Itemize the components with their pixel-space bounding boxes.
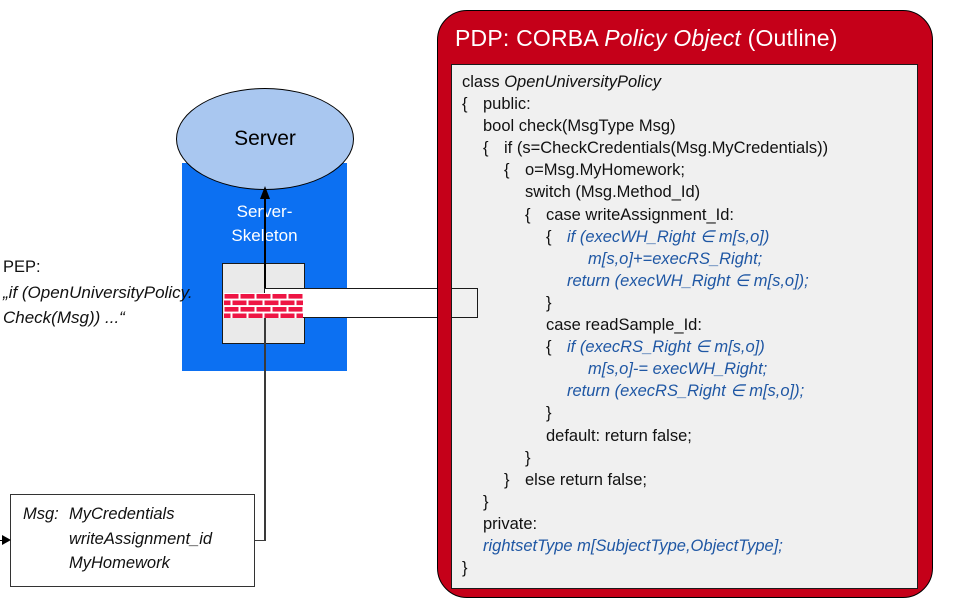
arrow-right-icon (2, 534, 11, 545)
code-line: class OpenUniversityPolicy (452, 71, 917, 93)
msg-box: Msg: MyCredentials writeAssignment_id MyH… (10, 494, 255, 587)
server-ellipse: Server (176, 88, 354, 190)
code-seg: case readSample_Id: (546, 316, 702, 335)
pep-caption-title: PEP: (3, 258, 41, 276)
code-seg: bool check(MsgType Msg) (483, 117, 676, 136)
code-seg: { (525, 205, 531, 224)
code-seg: else return false; (525, 470, 647, 489)
brick-wall-icon (224, 293, 303, 318)
code-line: { public: (452, 93, 917, 115)
code-seg: } (546, 404, 552, 423)
code-seg: return (execRS_Right ∈ m[s,o]); (567, 382, 805, 401)
pep-pdp-connector-tail (451, 288, 478, 318)
code-line: } (452, 491, 917, 513)
code-line: m[s,o]-= execWH_Right; (452, 358, 917, 380)
code-seg: { (483, 139, 489, 158)
code-seg: if (s=CheckCredentials(Msg.MyCredentials… (504, 139, 829, 158)
code-line: } (452, 402, 917, 424)
msg-row: MyHomework (23, 551, 254, 576)
pdp-title-em: Policy Object (604, 25, 742, 51)
code-seg: if (execRS_Right ∈ m[s,o]) (567, 338, 765, 357)
code-seg: private: (483, 514, 538, 533)
code-line: { if (s=CheckCredentials(Msg.MyCredential… (452, 137, 917, 159)
code-line: rightsetType m[SubjectType,ObjectType]; (452, 535, 917, 557)
message-flow-line-up (264, 197, 266, 290)
code-line: bool check(MsgType Msg) (452, 115, 917, 137)
msg-label: Msg: (23, 505, 59, 523)
code-line: } else return false; (452, 469, 917, 491)
code-seg: class (462, 73, 505, 91)
pep-caption: PEP: „if (OpenUniversityPolicy. Check(Ms… (3, 255, 193, 330)
code-line: return (execRS_Right ∈ m[s,o]); (452, 380, 917, 402)
code-line: } (452, 292, 917, 314)
code-line: { case writeAssignment_Id: (452, 204, 917, 226)
pdp-title-post: (Outline) (741, 25, 838, 51)
code-seg: { (546, 227, 552, 246)
code-seg: o=Msg.MyHomework; (525, 161, 685, 180)
code-line: { o=Msg.MyHomework; (452, 159, 917, 181)
code-line: default: return false; (452, 425, 917, 447)
code-seg: m[s,o]-= execWH_Right; (588, 360, 768, 379)
code-seg: } (462, 559, 468, 578)
code-line: switch (Msg.Method_Id) (452, 181, 917, 203)
code-seg: case writeAssignment_Id: (546, 205, 735, 224)
code-seg: public: (483, 95, 531, 114)
code-line: } (452, 557, 917, 579)
code-seg: } (483, 492, 489, 511)
code-seg: } (525, 448, 531, 467)
pep-caption-code-line2: Check(Msg)) ...“ (3, 308, 125, 327)
code-seg: switch (Msg.Method_Id) (525, 183, 701, 202)
pdp-title: PDP: CORBA Policy Object (Outline) (455, 25, 838, 52)
policy-code-box: class OpenUniversityPolicy { public: bool… (451, 64, 918, 589)
code-line: } (452, 447, 917, 469)
code-line: private: (452, 513, 917, 535)
code-seg: } (504, 470, 510, 489)
code-seg: { (462, 95, 468, 114)
message-flow-elbow (254, 539, 265, 542)
code-seg: return (execWH_Right ∈ m[s,o]); (567, 271, 809, 290)
msg-row: Msg: MyCredentials (23, 502, 254, 527)
code-line: m[s,o]+=execRS_Right; (452, 248, 917, 270)
code-seg: if (execWH_Right ∈ m[s,o]) (567, 227, 770, 246)
code-seg: { (504, 161, 510, 180)
server-label: Server (234, 127, 296, 150)
msg-item-credentials: MyCredentials (69, 505, 175, 523)
code-seg: } (546, 293, 552, 312)
code-seg: m[s,o]+=execRS_Right; (588, 249, 763, 268)
arrow-up-icon (259, 186, 270, 199)
msg-item-method: writeAssignment_id (69, 529, 213, 548)
code-seg: rightsetType m[SubjectType,ObjectType]; (483, 536, 783, 555)
pdp-title-pre: PDP: CORBA (455, 25, 605, 51)
message-flow-line-down (264, 318, 266, 541)
code-seg: { (546, 338, 552, 357)
msg-row: writeAssignment_id (23, 527, 254, 552)
code-line: { if (execWH_Right ∈ m[s,o]) (452, 226, 917, 248)
code-line: { if (execRS_Right ∈ m[s,o]) (452, 336, 917, 358)
pep-caption-code-line1: „if (OpenUniversityPolicy. (3, 283, 193, 302)
code-line: case readSample_Id: (452, 314, 917, 336)
code-seg: default: return false; (546, 426, 692, 445)
code-line: return (execWH_Right ∈ m[s,o]); (452, 270, 917, 292)
code-seg: OpenUniversityPolicy (504, 73, 661, 91)
msg-item-homework: MyHomework (69, 554, 170, 572)
incoming-msg-line (0, 539, 3, 542)
